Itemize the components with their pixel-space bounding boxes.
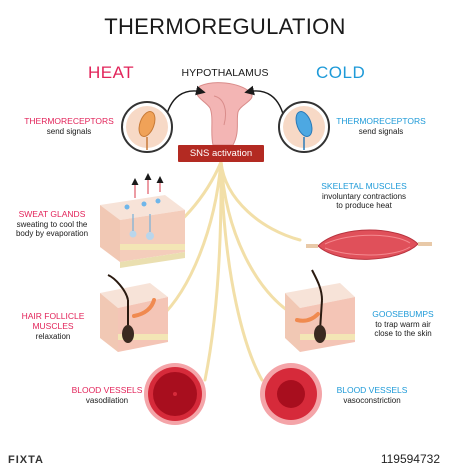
hypothalamus-icon [196,82,253,146]
skeletal-muscle-icon [306,229,432,260]
nerve-fibers [158,160,302,382]
blood-vessel-dilated-icon [144,363,206,425]
blood-vessel-constricted-icon [260,363,322,425]
hair-follicle-left-icon [100,274,168,352]
skeletal-muscles-label: SKELETAL MUSCLES involuntary contraction… [321,181,407,210]
page-title: THERMOREGULATION [104,14,346,39]
watermark-strip: FIXTA 119594732 [0,449,450,469]
goosebumps-label: GOOSEBUMPS to trap warm air close to the… [372,309,434,338]
hypothalamus-label: HYPOTHALAMUS [181,67,269,79]
thermoreceptor-left-icon [121,101,173,153]
sweat-glands-label: SWEAT GLANDS sweating to cool the body b… [15,209,89,238]
cold-label: COLD [316,63,366,82]
image-id: 119594732 [380,452,440,466]
heat-label: HEAT [88,63,135,82]
watermark-logo: FIXTA [8,454,44,466]
sns-activation-label: SNS activation [178,145,264,162]
thermoreceptor-right-icon [278,101,330,153]
blood-vessels-heat-label: BLOOD VESSELS vasodilation [71,385,143,405]
thermoreceptors-heat-label: THERMORECEPTORS send signals [24,116,114,136]
blood-vessels-cold-label: BLOOD VESSELS vasoconstriction [336,385,408,405]
signal-arrow-right [244,85,286,123]
thermoreceptors-cold-label: THERMORECEPTORS send signals [336,116,426,136]
goosebumps-icon [285,269,355,352]
hair-follicle-label: HAIR FOLLICLE MUSCLES relaxation [21,311,85,341]
sweat-gland-skin-icon [100,173,185,268]
